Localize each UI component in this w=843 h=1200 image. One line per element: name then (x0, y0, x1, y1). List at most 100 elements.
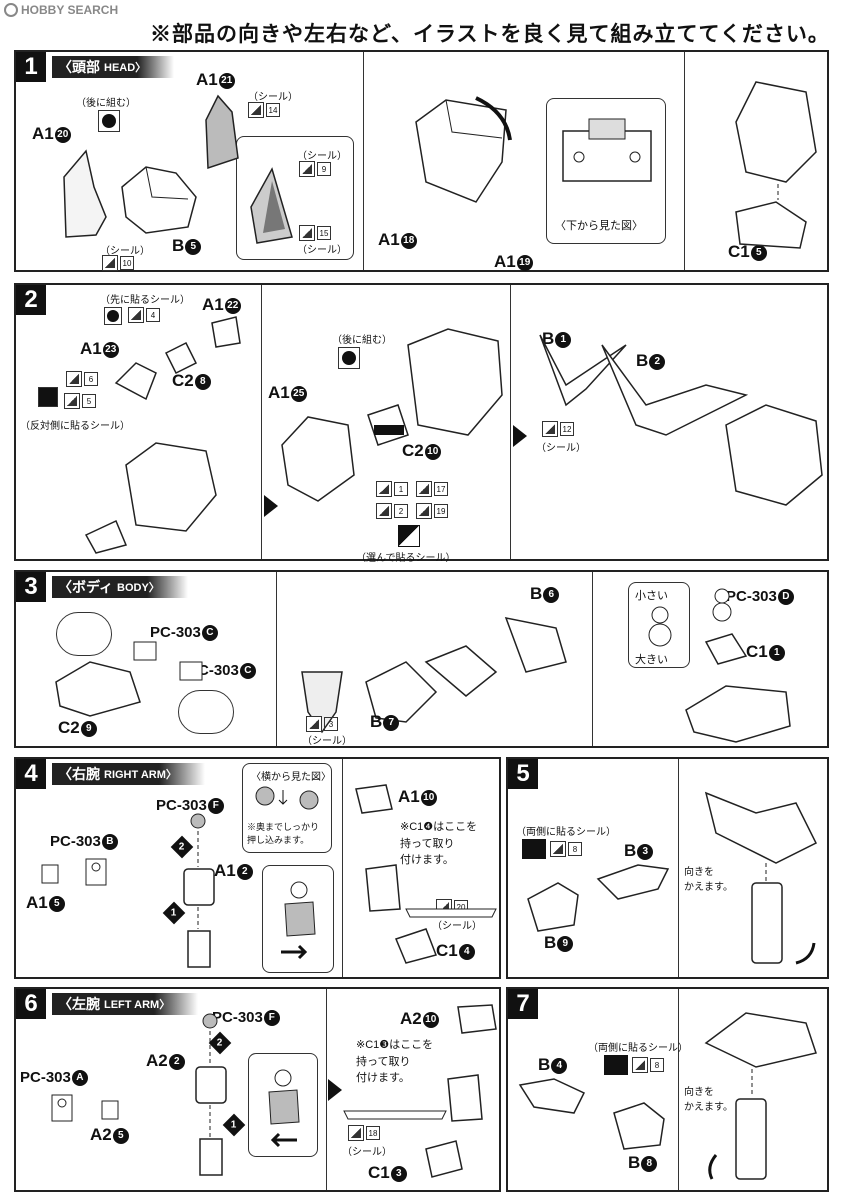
step-number: 5 (508, 759, 538, 789)
label-number: C (201, 624, 218, 641)
sticker-icon (416, 503, 432, 519)
label-number: 19 (516, 254, 533, 271)
note-seal: （シール） (248, 92, 298, 103)
note-push: ※奥までしっかり 押し込みます。 (247, 822, 320, 845)
back-marker-icon (98, 110, 120, 132)
divider (342, 759, 343, 977)
sticker-icon (348, 1125, 364, 1141)
divider (678, 989, 679, 1190)
bottom-view-illustration (562, 118, 652, 182)
polycap-size-icon (648, 606, 672, 647)
label-number: 2 (649, 353, 666, 370)
left-arm-finished-illustration (704, 1012, 817, 1180)
sticker-17: 17 (416, 481, 448, 497)
right-arm-finished-illustration (704, 791, 818, 965)
label-text: PC-303 (212, 1009, 263, 1026)
sticker-icon (66, 371, 82, 387)
zoom-circle (56, 612, 112, 656)
label-number: 22 (224, 297, 241, 314)
note-seal: （シール） (297, 245, 347, 256)
sticker-10: 10 (102, 255, 134, 271)
sticker-number: 18 (366, 1126, 380, 1140)
watermark: HOBBY SEARCH (4, 3, 118, 17)
rotate-detail-box (262, 865, 334, 973)
label-text: C2 (172, 371, 194, 390)
label-text: A1 (378, 230, 400, 249)
title-en: HEAD〉 (104, 62, 147, 74)
sticker-icon (102, 255, 118, 271)
step-number: 7 (508, 989, 538, 1019)
divider (276, 572, 277, 746)
shoulder-armor-illustration (527, 864, 670, 932)
note-big: 大きい (635, 654, 668, 666)
sticker-18: 18 (348, 1125, 380, 1141)
label-number: 20 (54, 126, 71, 143)
sticker-8: 8 (632, 1057, 664, 1073)
label-text: B (624, 841, 637, 860)
step-7-header: 7 (508, 989, 538, 1019)
title-jp: 〈頭部 (58, 59, 100, 75)
label-text: A1 (196, 70, 218, 89)
label-text: C1 (728, 242, 750, 261)
divider (261, 285, 262, 559)
sticker-number: 19 (434, 504, 448, 518)
label-text: A1 (80, 339, 102, 358)
v-fin-assembly-illustration (539, 334, 823, 506)
note-seal: （シール） (432, 921, 482, 932)
sticker-icon (128, 307, 144, 323)
arm-assembly-illustration (195, 1013, 227, 1176)
rotate-detail-box (248, 1053, 318, 1157)
label-number: 25 (290, 385, 307, 402)
label-number: B (101, 833, 118, 850)
label-text: PC-303 (156, 797, 207, 814)
label-text: C2 (58, 718, 80, 737)
divider (592, 572, 593, 746)
label-text: B (172, 236, 185, 255)
label-number: 21 (218, 72, 235, 89)
note-back: （後に組む） (332, 335, 392, 346)
sticker-number: 4 (146, 308, 160, 322)
arm-assembly-illustration (183, 813, 215, 968)
label-number: 5 (185, 238, 202, 255)
sticker-number: 17 (434, 482, 448, 496)
label-number: 10 (424, 443, 441, 460)
sticker-number: 1 (394, 482, 408, 496)
note-both-sides: （両側に貼るシール） (516, 827, 616, 838)
sticker-icon (299, 225, 315, 241)
label-number: 5 (48, 895, 65, 912)
label-number: 4 (551, 1057, 568, 1074)
shoulder-joint-illustration (41, 858, 107, 886)
sticker-icon (416, 481, 432, 497)
sticker-icon (306, 716, 322, 732)
label-number: 18 (400, 232, 417, 249)
label-number: A (71, 1069, 88, 1086)
step-title: 〈頭部 HEAD〉 (52, 56, 175, 78)
watermark-text: HOBBY SEARCH (21, 3, 119, 17)
label-number: 9 (557, 935, 574, 952)
note-small: 小さい (635, 590, 668, 602)
side-view-illustration (255, 786, 319, 810)
label-text: A1 (202, 295, 224, 314)
sticker-icon (64, 393, 80, 409)
sticker-number: 6 (84, 372, 98, 386)
